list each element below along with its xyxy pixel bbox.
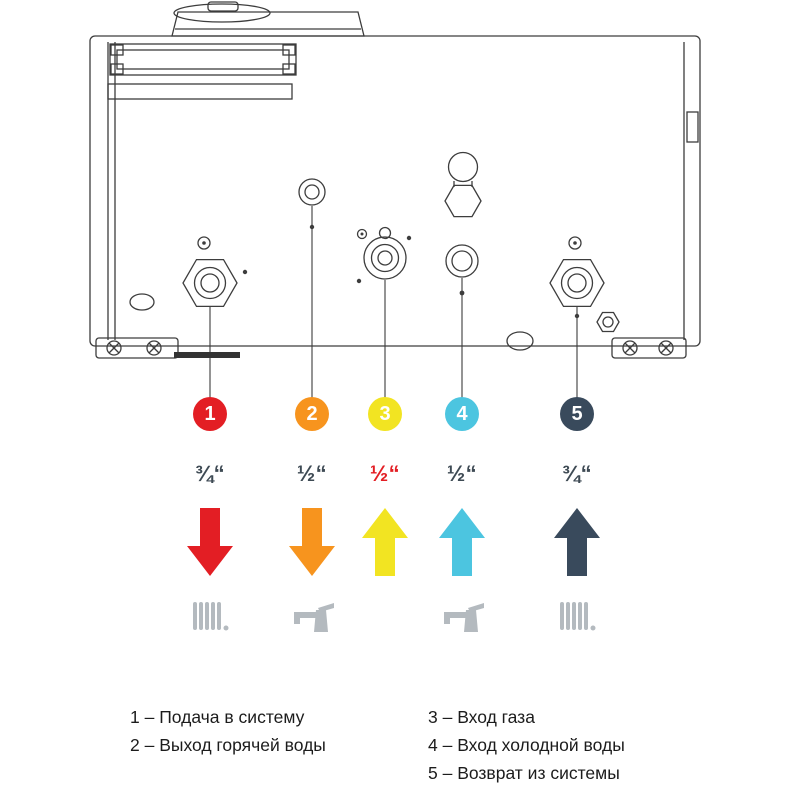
mounting-bracket-right xyxy=(611,337,687,359)
legend-item-2: 2 – Выход горячей воды xyxy=(130,735,326,755)
air-grille xyxy=(107,43,297,100)
flow-arrow-5 xyxy=(554,508,600,576)
faucet-icon xyxy=(444,603,484,632)
flow-arrow-1 xyxy=(187,508,233,576)
legend-left-column: 1 – Подача в систему 2 – Выход горячей в… xyxy=(130,703,326,759)
case-outline xyxy=(89,35,701,347)
connection-3-fitting xyxy=(356,226,412,284)
faucet-icon xyxy=(294,603,334,632)
legend-item-5: 5 – Возврат из системы xyxy=(428,763,620,783)
connection-4-fitting xyxy=(445,244,479,296)
connection-5-number-badge: 5 xyxy=(560,397,594,431)
legend-right-column: 3 – Вход газа 4 – Вход холодной воды 5 –… xyxy=(428,703,625,787)
leader-lines xyxy=(209,206,578,398)
flow-arrow-2 xyxy=(289,508,335,576)
legend-item-4: 4 – Вход холодной воды xyxy=(428,735,625,755)
flue-collar xyxy=(171,1,365,37)
connection-1-number-badge: 1 xyxy=(193,397,227,431)
connection-1-fitting xyxy=(182,236,248,308)
mounting-bracket-left xyxy=(95,337,240,359)
legend-item-3: 3 – Вход газа xyxy=(428,707,535,727)
connection-2-number-badge: 2 xyxy=(295,397,329,431)
bottom-details xyxy=(129,293,620,351)
connection-4-size: ½“ xyxy=(446,461,478,486)
radiator-icon xyxy=(193,602,229,631)
connection-3-number-badge: 3 xyxy=(368,397,402,431)
connection-2-fitting xyxy=(298,178,326,230)
connection-5-fitting xyxy=(549,236,605,319)
legend-item-1: 1 – Подача в систему xyxy=(130,707,305,727)
service-valve xyxy=(444,151,482,218)
connection-2-size: ½“ xyxy=(296,461,328,486)
radiator-icon xyxy=(560,602,596,631)
boiler-bottom-view-drawing xyxy=(89,1,701,398)
connection-3-size: ½“ xyxy=(369,461,401,486)
flow-arrow-4 xyxy=(439,508,485,576)
flow-arrow-3 xyxy=(362,508,408,576)
connection-5-size: ¾“ xyxy=(561,461,593,486)
connection-4-number-badge: 4 xyxy=(445,397,479,431)
connection-1-size: ¾“ xyxy=(194,461,226,486)
